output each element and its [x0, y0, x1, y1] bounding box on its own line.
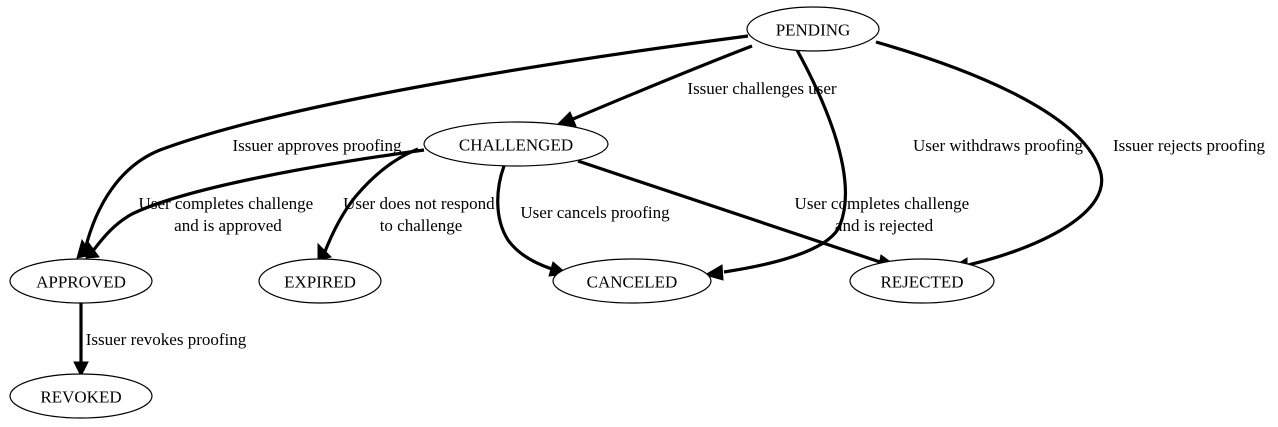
- edge-line: [83, 34, 749, 251]
- edge-line: [723, 49, 847, 274]
- node-challenged[interactable]: CHALLENGED: [423, 121, 609, 167]
- node-canceled[interactable]: CANCELED: [552, 258, 712, 304]
- edge-label-pending-challenged: Issuer challenges user: [687, 79, 837, 98]
- node-rejected[interactable]: REJECTED: [849, 258, 995, 304]
- node-shape: [9, 258, 153, 304]
- node-label: REJECTED: [880, 273, 963, 292]
- node-label: EXPIRED: [284, 273, 356, 292]
- edge-line: [875, 40, 1104, 267]
- edge-label-challenged-approved: User completes challenge and is approved: [139, 194, 318, 235]
- edge-pending-rejected[interactable]: [875, 40, 1104, 274]
- node-shape: [423, 121, 609, 167]
- arrowhead-icon: [317, 242, 332, 261]
- edge-challenged-approved[interactable]: [85, 148, 425, 259]
- edge-line: [572, 44, 753, 121]
- node-label: CANCELED: [587, 273, 678, 292]
- edge-label-challenged-canceled: User cancels proofing: [520, 203, 670, 222]
- node-label: APPROVED: [36, 273, 126, 292]
- edge-label-approved-revoked: Issuer revokes proofing: [86, 330, 247, 349]
- arrowhead-icon: [85, 240, 100, 259]
- node-shape: [9, 373, 153, 419]
- node-label: CHALLENGED: [459, 136, 573, 155]
- edge-line: [90, 148, 425, 254]
- nodes-layer: PENDING CHALLENGED APPROVED EXPIRED CANC…: [9, 6, 995, 419]
- edge-line: [577, 159, 881, 264]
- edge-label-pending-approved: Issuer approves proofing: [232, 136, 402, 155]
- edge-approved-revoked[interactable]: [73, 303, 89, 378]
- node-shape: [746, 6, 880, 52]
- node-label: REVOKED: [40, 388, 121, 407]
- node-approved[interactable]: APPROVED: [9, 258, 153, 304]
- edge-label-pending-rejected: Issuer rejects proofing: [1113, 136, 1266, 155]
- edge-label-pending-canceled: User withdraws proofing: [913, 136, 1083, 155]
- arrowhead-icon: [73, 361, 89, 378]
- node-label: PENDING: [776, 21, 851, 40]
- node-pending[interactable]: PENDING: [746, 6, 880, 52]
- edge-label-challenged-rejected: User completes challenge and is rejected: [795, 194, 974, 235]
- node-shape: [552, 258, 712, 304]
- edge-challenged-expired[interactable]: [317, 147, 419, 261]
- node-shape: [258, 258, 382, 304]
- edge-line: [322, 147, 419, 255]
- node-expired[interactable]: EXPIRED: [258, 258, 382, 304]
- edge-labels-layer: Issuer challenges user Issuer approves p…: [86, 79, 1266, 349]
- edge-line: [496, 165, 553, 271]
- node-revoked[interactable]: REVOKED: [9, 373, 153, 419]
- node-shape: [849, 258, 995, 304]
- edge-label-challenged-expired: User does not respond to challenge: [343, 194, 499, 235]
